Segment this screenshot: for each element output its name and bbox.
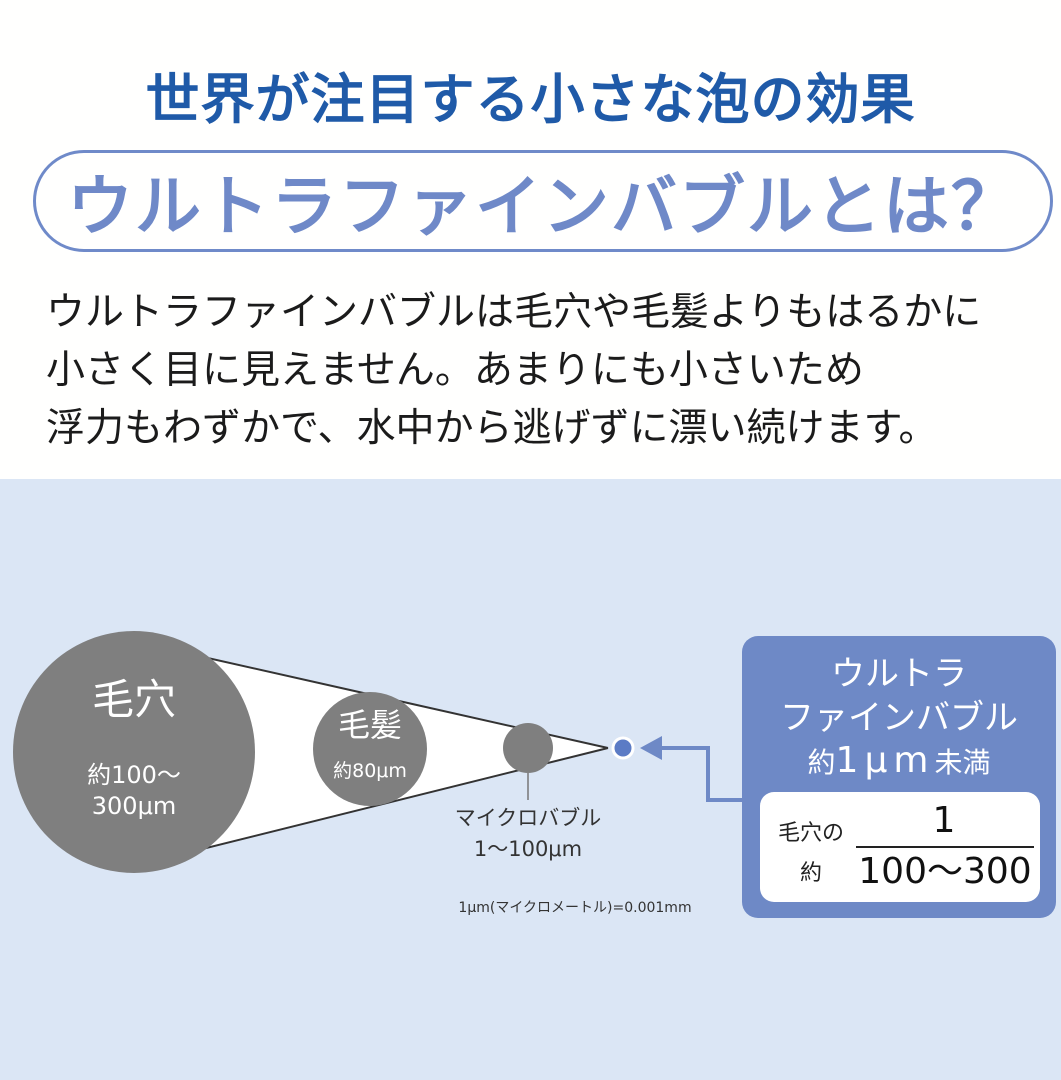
pore-circle: [13, 631, 255, 873]
arrow-head-icon: [640, 736, 662, 760]
comparison-graphic: [13, 631, 742, 873]
ratio-prefix-line1: 毛穴の: [777, 821, 844, 846]
pore-size-line2: 300μm: [91, 792, 177, 820]
description-line: ウルトラファインバブルは毛穴や毛髪よりもはるかに: [46, 290, 982, 335]
ratio-denominator: 100〜300: [858, 851, 1032, 892]
description-line: 小さく目に見えません。あまりにも小さいため: [46, 348, 864, 393]
intro-section: 世界が注目する小さな泡の効果 ウルトラファインバブルとは？ ウルトラファインバブ…: [0, 0, 1061, 479]
ratio-prefix: 毛穴の 約: [772, 814, 850, 894]
ultrafine-size-suffix: 未満: [934, 746, 991, 779]
ratio-prefix-line2: 約: [799, 861, 822, 886]
hair-label: 毛髪: [337, 706, 402, 744]
ultrafine-title-line1: ウルトラ: [831, 654, 967, 694]
ultrafine-title: ウルトラ ファインバブル: [742, 652, 1056, 740]
hair-size: 約80μm: [333, 760, 407, 782]
arrow-connector: [660, 746, 742, 802]
microbubble-label: マイクロバブル: [454, 806, 602, 830]
description: ウルトラファインバブルは毛穴や毛髪よりもはるかに 小さく目に見えません。あまりに…: [46, 284, 1046, 458]
ratio-numerator: 1: [932, 800, 956, 841]
headline: 世界が注目する小さな泡の効果: [145, 68, 916, 131]
ultrafine-title-line2: ファインバブル: [780, 698, 1018, 738]
ultrafine-bubble-box: ウルトラ ファインバブル 約1μm未満 毛穴の 約 1 100〜300: [742, 636, 1056, 918]
microbubble-size: 1〜100μm: [473, 837, 583, 861]
ultrafine-size: 約1μm未満: [742, 742, 1056, 782]
ratio-box: 毛穴の 約 1 100〜300: [760, 792, 1040, 902]
ultrafine-size-prefix: 約: [807, 746, 836, 779]
microbubble-circle: [503, 723, 553, 773]
pore-size-line1: 約100〜: [87, 761, 181, 789]
ultrafine-size-value: 1μm: [835, 740, 935, 781]
hair-circle: [313, 692, 427, 806]
fraction-bar: [856, 846, 1034, 848]
description-line: 浮力もわずかで、水中から逃げずに漂い続けます。: [46, 406, 938, 451]
title-pill: ウルトラファインバブルとは？: [33, 150, 1053, 252]
unit-note: 1μm(マイクロメートル)=0.001mm: [458, 900, 692, 916]
pore-label: 毛穴: [91, 675, 176, 724]
ultrafine-dot: [611, 736, 635, 760]
pill-title: ウルトラファインバブルとは？: [67, 168, 1019, 245]
